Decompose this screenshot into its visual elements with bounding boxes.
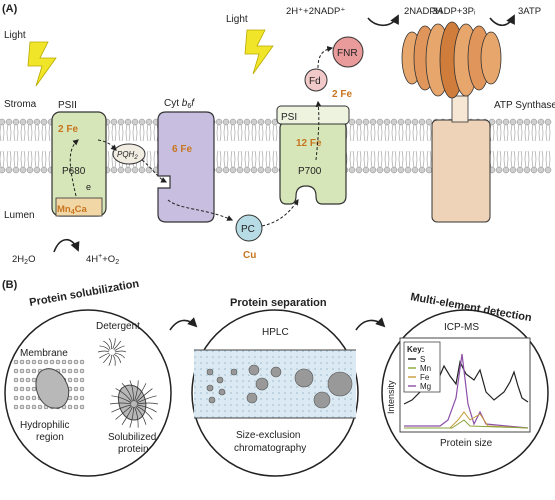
sec-caption-line2: chromatography bbox=[234, 443, 306, 454]
atp-reactants: 3ADP+3Pᵢ bbox=[432, 6, 476, 17]
atp-products: 3ATP bbox=[518, 6, 541, 17]
icpms-plot bbox=[399, 337, 531, 433]
p680-label: P680 bbox=[62, 166, 86, 177]
pc-metal: Cu bbox=[243, 250, 256, 261]
detergent-label: Detergent bbox=[96, 321, 140, 332]
mn4ca-label: Mn4Ca bbox=[57, 204, 87, 216]
step1-title: Protein solubilization bbox=[28, 278, 140, 309]
fnr-protein bbox=[332, 36, 364, 68]
cyt-label: Cyt b6f bbox=[164, 98, 195, 110]
solubilization-panel bbox=[4, 309, 172, 477]
water-reactant: 2H2O bbox=[12, 254, 35, 266]
panel-b-label: (B) bbox=[2, 279, 18, 291]
nadp-reaction-arrow bbox=[367, 14, 399, 27]
separation-panel bbox=[191, 309, 359, 477]
hplc-label: HPLC bbox=[262, 327, 289, 338]
arrow-pq-to-cyt bbox=[141, 159, 168, 183]
atp-synthase-complex bbox=[401, 21, 502, 223]
atp-synthase-label: ATP Synthase bbox=[494, 100, 555, 111]
legend-label-s: S bbox=[420, 355, 425, 364]
cyt-metal: 6 Fe bbox=[172, 144, 192, 155]
arrow-step1-to-step2 bbox=[169, 317, 198, 331]
nadp-reactants: 2H⁺+2NADP⁺ bbox=[286, 6, 345, 17]
panel-a-label: (A) bbox=[2, 3, 18, 15]
membrane-protein-icon bbox=[35, 368, 70, 409]
psii-label: PSII bbox=[58, 100, 77, 111]
electron-label: e bbox=[86, 182, 91, 192]
key-title: Key: bbox=[407, 345, 424, 354]
sec-caption-line1: Size-exclusion bbox=[236, 430, 300, 441]
icpms-label: ICP-MS bbox=[444, 322, 479, 333]
membrane-label: Membrane bbox=[20, 348, 68, 359]
protein-particles bbox=[206, 364, 353, 409]
pqh2-carrier bbox=[112, 143, 146, 165]
solubilized-line1: Solubilized bbox=[108, 432, 156, 443]
pqh2-label: PQH2 bbox=[117, 150, 138, 161]
light-label-left: Light bbox=[4, 30, 26, 41]
fd-label: Fd bbox=[309, 76, 321, 87]
solubilized-line2: protein bbox=[118, 444, 149, 455]
nadp-products: 2NADPH bbox=[404, 6, 443, 17]
water-reaction-arrow bbox=[53, 238, 80, 253]
psii-electron-path bbox=[69, 139, 79, 197]
psi-metal: 12 Fe bbox=[296, 138, 322, 149]
light-label-right: Light bbox=[226, 14, 248, 25]
arrow-step2-to-step3 bbox=[355, 317, 386, 331]
water-products: 4H++O2 bbox=[86, 253, 119, 266]
legend-label-fe: Fe bbox=[420, 373, 430, 382]
psi-label: PSI bbox=[281, 112, 297, 123]
hydrophilic-line2: region bbox=[36, 432, 64, 443]
step2-title: Protein separation bbox=[230, 297, 327, 309]
y-axis-label: Intensity bbox=[386, 380, 396, 414]
legend-label-mn: Mn bbox=[420, 364, 431, 373]
pc-protein bbox=[235, 214, 263, 242]
stroma-label: Stroma bbox=[4, 99, 37, 110]
psi-complex bbox=[276, 105, 350, 205]
lightning-icon-right bbox=[244, 29, 274, 75]
fnr-label: FNR bbox=[337, 48, 358, 59]
legend-label-mg: Mg bbox=[420, 382, 431, 391]
arrow-pc-to-psi bbox=[261, 199, 299, 227]
lumen-label: Lumen bbox=[4, 210, 35, 221]
pc-label: PC bbox=[241, 224, 255, 235]
protein-detergent-shell bbox=[109, 380, 159, 428]
cyt-b6f-complex bbox=[157, 111, 215, 223]
lightning-icon-left bbox=[27, 41, 57, 87]
atp-reaction-arrow bbox=[489, 14, 515, 27]
psii-metal: 2 Fe bbox=[58, 124, 78, 135]
fd-protein bbox=[304, 68, 328, 92]
arrow-psii-to-pq bbox=[97, 139, 117, 151]
p700-label: P700 bbox=[298, 166, 322, 177]
hydrophilic-line1: Hydrophilic bbox=[20, 420, 69, 431]
arrow-fd-to-fnr bbox=[317, 46, 334, 69]
detergent-micelle-icon bbox=[97, 338, 127, 366]
psii-complex bbox=[51, 111, 107, 217]
fd-metal: 2 Fe bbox=[332, 89, 352, 100]
x-axis-label: Protein size bbox=[440, 438, 493, 449]
